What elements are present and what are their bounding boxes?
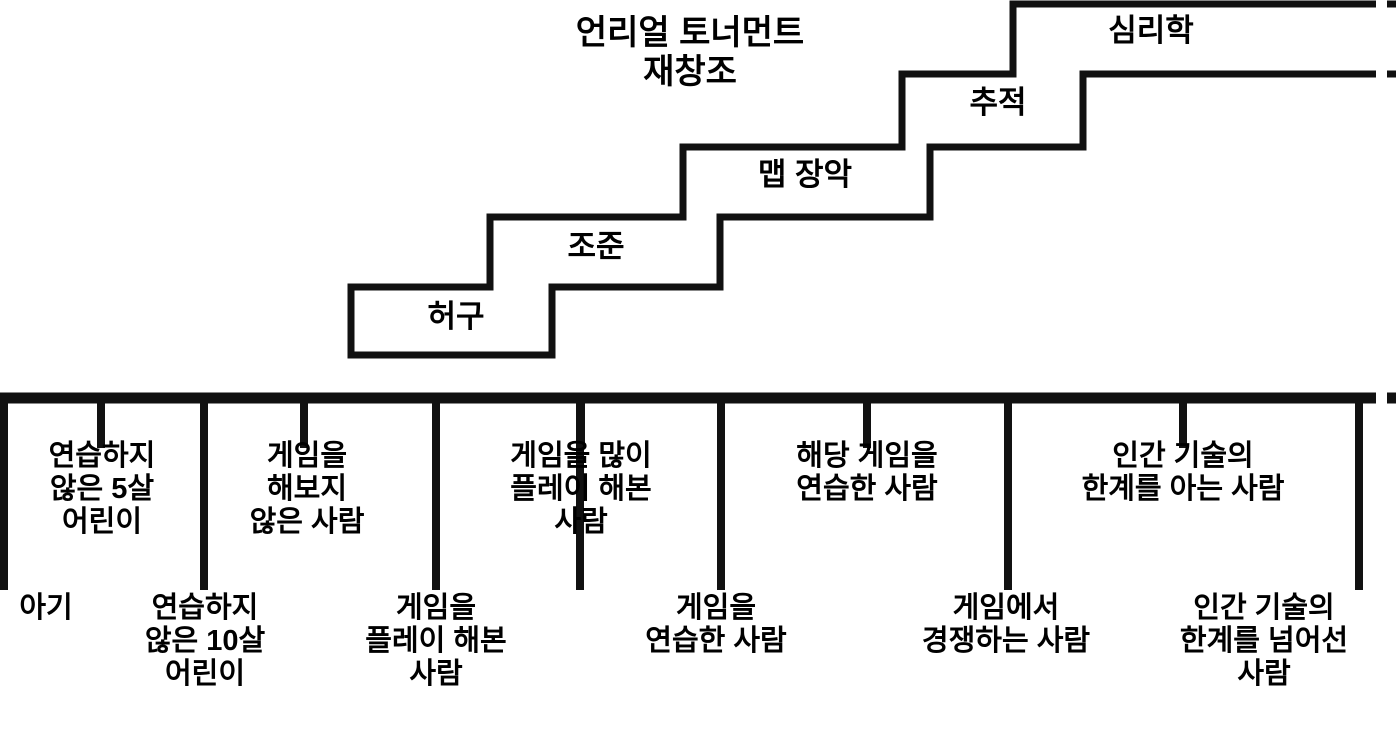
axis-upper-label-3: 게임을 많이 플레이 해본 사람	[510, 440, 652, 539]
axis-upper-label-2: 게임을 해보지 않은 사람	[249, 440, 365, 539]
axis-lower-label-2: 연습하지 않은 10살 어린이	[144, 592, 266, 691]
staircase-continuation-dashes	[1363, 0, 1396, 78]
staircase-graphic	[347, 0, 1396, 359]
axis-lower-label-3: 게임을 플레이 해본 사람	[365, 592, 507, 691]
staircase-step-label-4: 추적	[969, 85, 1027, 120]
axis-short-ticks	[97, 398, 1187, 448]
axis-lower-label-5: 게임에서 경쟁하는 사람	[921, 592, 1091, 658]
staircase-step-3-outline	[679, 143, 934, 291]
staircase-step-1-outline	[347, 283, 556, 359]
staircase-step-5-outline	[1009, 0, 1367, 151]
staircase-step-label-2: 조준	[567, 229, 625, 264]
axis-upper-label-5: 인간 기술의 한계를 아는 사람	[1081, 440, 1285, 506]
staircase-step-label-3: 맵 장악	[757, 157, 853, 192]
axis-upper-label-1: 연습하지 않은 5살 어린이	[48, 440, 156, 539]
staircase-step-label-1: 허구	[427, 299, 485, 334]
axis-lower-label-6: 인간 기술의 한계를 넘어선 사람	[1179, 592, 1349, 691]
staircase-step-label-5: 심리학	[1108, 13, 1194, 48]
staircase-step-2-outline	[486, 213, 724, 359]
staircase-title: 언리얼 토너먼트 재창조	[575, 14, 805, 92]
axis-upper-label-4: 해당 게임을 연습한 사람	[796, 440, 938, 506]
skill-axis-graphic	[0, 392, 1396, 590]
axis-lower-label-1: 아기	[19, 592, 73, 624]
axis-lower-label-4: 게임을 연습한 사람	[645, 592, 787, 658]
staircase-step-4-outline	[898, 70, 1087, 221]
